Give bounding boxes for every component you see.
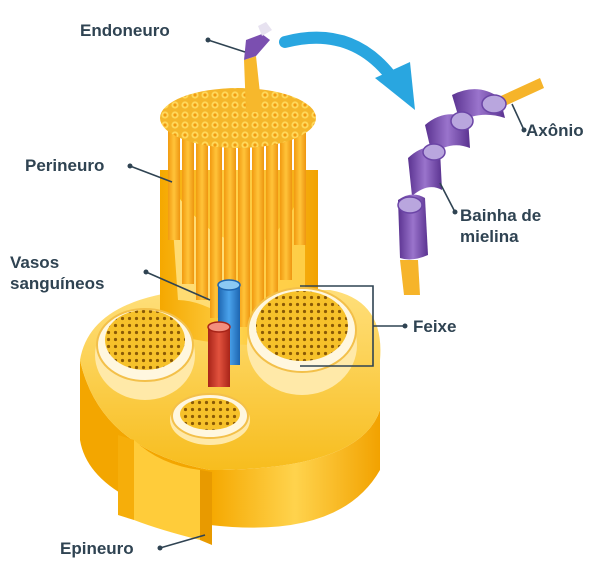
fascicle-left bbox=[95, 308, 195, 400]
leader-dots bbox=[127, 37, 527, 551]
perineurium-column bbox=[160, 22, 318, 345]
label-perineuro: Perineuro bbox=[25, 156, 105, 175]
fascicle-right bbox=[247, 287, 357, 395]
label-feixe: Feixe bbox=[413, 317, 457, 336]
curved-arrow bbox=[279, 31, 415, 110]
blood-vessels bbox=[207, 279, 241, 387]
label-endoneuro: Endoneuro bbox=[80, 21, 170, 40]
leader-lines bbox=[129, 39, 525, 549]
label-bainha-de-mielina: Bainha de mielina bbox=[460, 206, 542, 246]
myelinated-axon bbox=[397, 78, 544, 295]
label-vasos-sanguineos: Vasos sanguíneos bbox=[10, 253, 105, 293]
fascicle-small bbox=[170, 393, 250, 445]
label-axonio: Axônio bbox=[526, 121, 584, 140]
label-epineuro: Epineuro bbox=[60, 539, 134, 558]
